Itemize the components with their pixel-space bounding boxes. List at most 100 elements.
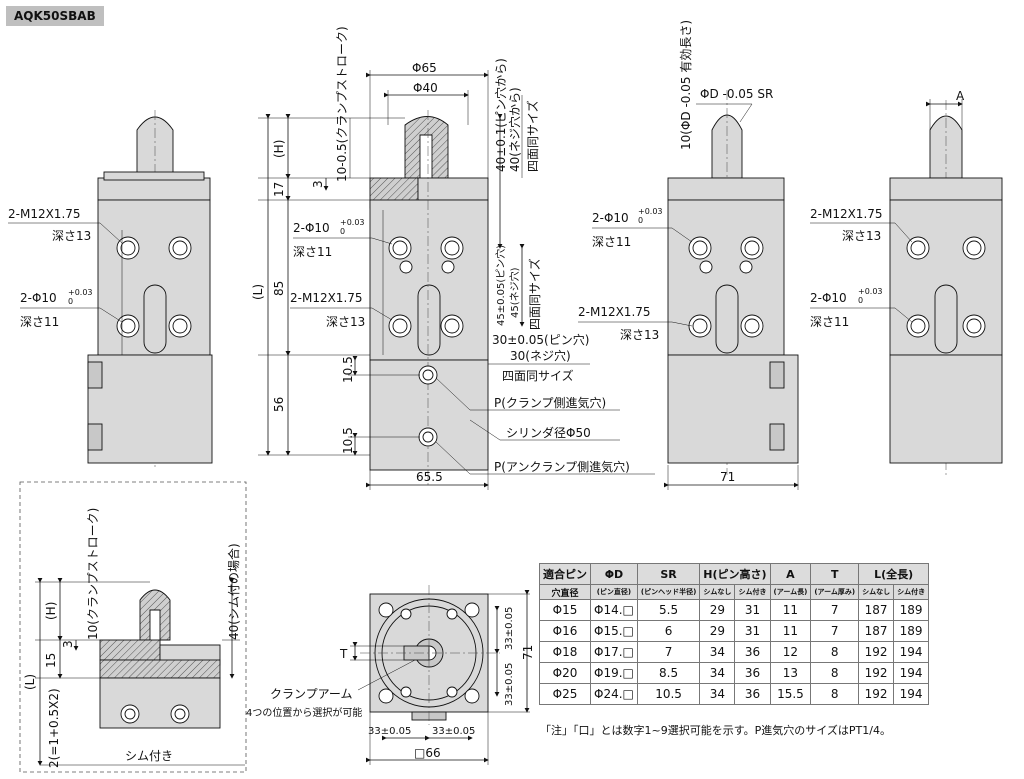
table-cell: 6 <box>636 620 701 642</box>
dim-phi65: Φ65 <box>412 61 437 75</box>
table-cell: 7 <box>810 599 860 621</box>
table-cell: Φ19.□ <box>590 662 638 684</box>
spec-table: 適合ピン ΦD SR H(ピン高さ) A T L(全長) 穴直径 (ピン直径) … <box>539 563 930 705</box>
th-pin-hole: 適合ピン <box>539 563 591 585</box>
table-cell: 194 <box>893 683 930 705</box>
table-cell: 13 <box>769 662 812 684</box>
tol-003-mid: +0.03 <box>340 218 365 227</box>
eff-len: 10(ΦD -0.05 有効長さ) <box>678 20 693 150</box>
dim-33-h1: 33±0.05 <box>368 726 411 737</box>
table-cell: 5.5 <box>636 599 701 621</box>
table-cell: 189 <box>893 599 930 621</box>
pin-45a: 45±0.05(ピン穴) <box>494 245 507 326</box>
dim-2-shim: 2(=1+0.5X2) <box>47 688 61 768</box>
dim-h-detail: (H) <box>44 602 58 620</box>
dim-33-h2: 33±0.05 <box>432 726 475 737</box>
table-cell: 194 <box>893 662 930 684</box>
clamp-stroke-detail: 10(クランプストローク) <box>86 508 100 640</box>
dim-15: 15 <box>44 653 58 668</box>
dim-3: 3 <box>311 180 325 188</box>
same-four-c: 四面同サイズ <box>502 368 574 383</box>
table-cell: 192 <box>858 683 895 705</box>
th-l: L(全長) <box>858 563 930 585</box>
dim-17: 17 <box>272 182 286 197</box>
tol-003-r1: +0.03 <box>638 207 663 216</box>
table-cell: Φ17.□ <box>590 641 638 663</box>
dim-71: 71 <box>720 470 735 484</box>
dim-56: 56 <box>272 397 286 412</box>
table-cell: 189 <box>893 620 930 642</box>
th-sub-1: (ピン直径) <box>590 584 638 600</box>
m12-label-left: 2-M12X1.75 <box>8 207 81 221</box>
phi10-label-left: 2-Φ10 <box>20 291 57 305</box>
table-cell: 10.5 <box>636 683 701 705</box>
th-a: A <box>769 563 812 585</box>
table-cell: 11 <box>769 599 812 621</box>
m12-label-r1: 2-M12X1.75 <box>578 305 651 319</box>
table-cell: 8 <box>810 641 860 663</box>
th-sub-4: シム付き <box>734 584 771 600</box>
tol-0-r1: 0 <box>638 216 643 225</box>
table-cell: 36 <box>734 683 771 705</box>
pin-30b: 30(ネジ穴) <box>510 348 571 363</box>
clamp-arm-label: クランプアーム <box>270 687 353 701</box>
table-cell: 29 <box>699 599 736 621</box>
dim-h: (H) <box>272 140 286 158</box>
dim-65-5: 65.5 <box>416 470 443 484</box>
table-cell: 15.5 <box>769 683 812 705</box>
dim-10-5b: 10.5 <box>341 427 355 454</box>
clamp-stroke: 10-0.5(クランプストローク) <box>335 26 349 182</box>
table-cell: Φ15 <box>539 599 591 621</box>
table-cell: 8.5 <box>636 662 701 684</box>
pin-40b: 40(ネジ穴から) <box>507 87 522 172</box>
table-cell: 8 <box>810 662 860 684</box>
table-cell: 11 <box>769 620 812 642</box>
depth11-label-left: 深さ11 <box>20 315 59 329</box>
depth11-label-r1: 深さ11 <box>592 235 631 249</box>
pin-30a: 30±0.05(ピン穴) <box>492 332 589 347</box>
table-cell: Φ14.□ <box>590 599 638 621</box>
view-front-left <box>87 110 213 470</box>
table-cell: 34 <box>699 641 736 663</box>
table-cell: 12 <box>769 641 812 663</box>
tol-003-left: +0.03 <box>68 288 93 297</box>
th-sub-5: (アーム長) <box>769 584 812 600</box>
tol-0-r2: 0 <box>858 296 863 305</box>
th-sr: SR <box>636 563 701 585</box>
table-cell: Φ25 <box>539 683 591 705</box>
table-cell: 34 <box>699 683 736 705</box>
table-cell: 7 <box>810 620 860 642</box>
view-top <box>360 585 500 725</box>
th-sub-3: シムなし <box>699 584 736 600</box>
table-cell: 187 <box>858 599 895 621</box>
same-four-a: 四面同サイズ <box>525 100 540 172</box>
arm-select-label: 4つの位置から選択が可能 <box>246 706 362 719</box>
th-sub-6: (アーム厚み) <box>810 584 860 600</box>
depth13-label-r1: 深さ13 <box>620 328 659 342</box>
dim-33-v2: 33±0.05 <box>504 663 515 706</box>
same-four-b: 四面同サイズ <box>527 258 542 330</box>
table-cell: Φ20 <box>539 662 591 684</box>
table-cell: Φ16 <box>539 620 591 642</box>
dim-33-v1: 33±0.05 <box>504 607 515 650</box>
phi-d-sr: ΦD -0.05 SR <box>700 87 773 101</box>
depth11-label-mid: 深さ11 <box>293 245 332 259</box>
pin-45b: 45(ネジ穴) <box>508 267 521 318</box>
shim-40: 40(シム付の場合) <box>226 543 241 640</box>
th-t: T <box>810 563 860 585</box>
p-clamp: P(クランプ側進気穴) <box>494 395 606 410</box>
table-cell: Φ15.□ <box>590 620 638 642</box>
dim-t: T <box>339 647 348 661</box>
dim-71-top: 71 <box>521 645 535 660</box>
table-cell: 31 <box>734 620 771 642</box>
pin-40a: 40±0.1(ピン穴から) <box>493 58 508 172</box>
depth13-label-left: 深さ13 <box>52 229 91 243</box>
m12-label-mid: 2-M12X1.75 <box>290 291 363 305</box>
table-cell: 194 <box>893 641 930 663</box>
view-front-right <box>667 90 799 475</box>
cyl-dia: シリンダ径Φ50 <box>506 425 591 440</box>
th-sub-0: 穴直径 <box>539 584 591 600</box>
